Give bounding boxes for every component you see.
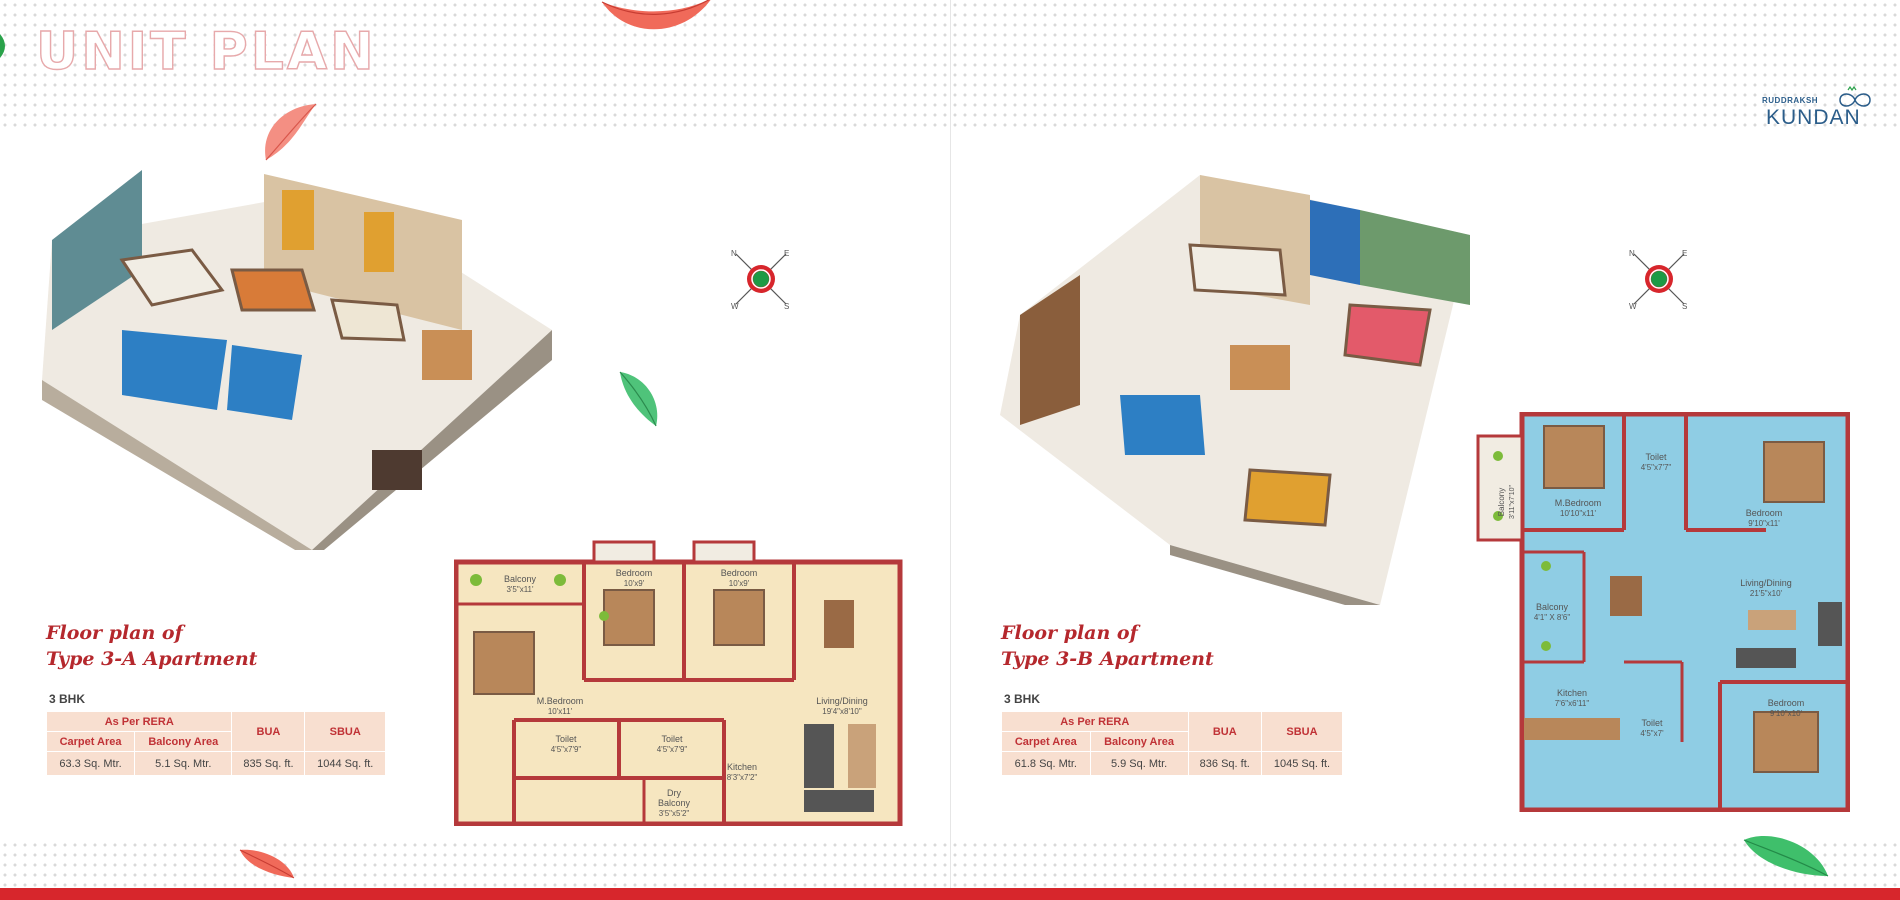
floor-plan-type-3b: Balcony 3'11"x7'10" M.Bedroom 10'10"x11'…	[1476, 412, 1850, 812]
svg-text:W: W	[731, 302, 739, 310]
3d-render-type-3b	[1000, 175, 1470, 605]
value-bua: 835 Sq. ft.	[231, 751, 306, 776]
room-label: Living/Dining	[1740, 578, 1792, 588]
room-label: M.Bedroom	[1555, 498, 1602, 508]
svg-text:N: N	[731, 249, 737, 258]
red-feather-icon	[601, 0, 711, 30]
area-group-header: As Per RERA	[45, 711, 233, 732]
room-label: Living/Dining	[816, 696, 868, 706]
room-label: Balcony	[1536, 602, 1569, 612]
room-label: Bedroom	[616, 568, 653, 578]
value-sbua: 1045 Sq. ft.	[1260, 751, 1344, 776]
header-balcony-area: Balcony Area	[134, 731, 233, 752]
green-feather-bottom-icon	[1743, 836, 1829, 877]
room-label: Toilet	[555, 734, 577, 744]
svg-text:E: E	[784, 249, 789, 258]
room-size: 4'5"x7'7"	[1641, 463, 1672, 472]
room-size: 10'x11'	[548, 707, 573, 716]
header-carpet-area: Carpet Area	[45, 731, 136, 752]
room-size: 10'x9'	[729, 579, 750, 588]
side-leaf-icon	[0, 34, 5, 58]
plan-heading-line1: Floor plan of	[1001, 622, 1138, 644]
brand-name: KUNDAN	[1766, 106, 1861, 129]
pink-feather-icon	[265, 103, 317, 161]
plan-heading-3b: Floor plan of Type 3-B Apartment	[1001, 620, 1214, 672]
infinity-crown-icon	[1839, 86, 1871, 107]
brand-logo: RUDDRAKSH KUNDAN	[1762, 86, 1880, 132]
value-balcony-area: 5.1 Sq. Mtr.	[134, 751, 233, 776]
floor-plan-type-3a: Balcony 3'5"x11' Bedroom 10'x9' Bedroom …	[454, 540, 903, 826]
room-size: 7'6"x6'11"	[1555, 699, 1590, 708]
value-carpet-area: 63.3 Sq. Mtr.	[45, 751, 136, 776]
compass-icon: N E S W	[1629, 249, 1687, 310]
3d-render-type-3a	[42, 170, 552, 550]
header-sbua: SBUA	[304, 711, 386, 752]
room-size: 10'x9'	[624, 579, 645, 588]
compass-icon: N E S W	[731, 249, 789, 310]
room-label: Balcony	[658, 798, 691, 808]
page-spine	[950, 0, 951, 888]
area-group-header: As Per RERA	[1001, 711, 1189, 732]
page-title: UNIT PLAN	[35, 21, 377, 82]
svg-text:N: N	[1629, 249, 1635, 258]
value-carpet-area: 61.8 Sq. Mtr.	[1001, 751, 1091, 776]
room-size: 3'5"x11'	[506, 585, 534, 594]
header-carpet-area: Carpet Area	[1001, 731, 1091, 752]
svg-text:S: S	[1682, 302, 1687, 310]
value-balcony-area: 5.9 Sq. Mtr.	[1089, 751, 1189, 776]
room-size: 10'10"x11'	[1560, 509, 1596, 518]
room-size: 19'4"x8'10"	[822, 707, 862, 716]
header-sbua: SBUA	[1260, 711, 1344, 752]
room-label: Bedroom	[1768, 698, 1805, 708]
bhk-label: 3 BHK	[49, 692, 86, 706]
room-label: Bedroom	[1746, 508, 1783, 518]
svg-text:E: E	[1682, 249, 1687, 258]
plan-heading-line2: Type 3-A Apartment	[46, 648, 258, 670]
brand-small-text: RUDDRAKSH	[1762, 96, 1819, 105]
room-size: 4'5"x7'9"	[657, 745, 688, 754]
plan-heading-3a: Floor plan of Type 3-A Apartment	[46, 620, 257, 672]
room-size: 21'5"x10'	[1750, 589, 1783, 598]
room-label: Dry	[667, 788, 681, 798]
room-label: Balcony	[504, 574, 537, 584]
room-label: Kitchen	[727, 762, 757, 772]
svg-text:W: W	[1629, 302, 1637, 310]
room-label: Toilet	[1641, 718, 1663, 728]
footer-accent-bar	[0, 888, 1900, 900]
room-label: Balcony	[1497, 488, 1506, 516]
area-table-3b: As Per RERA BUA SBUA Carpet Area Balcony…	[1001, 711, 1344, 776]
header-balcony-area: Balcony Area	[1089, 731, 1189, 752]
room-size: 3'5"x5'2"	[659, 809, 690, 818]
room-label: Toilet	[661, 734, 683, 744]
room-label: M.Bedroom	[537, 696, 584, 706]
svg-text:S: S	[784, 302, 789, 310]
value-bua: 836 Sq. ft.	[1187, 751, 1262, 776]
header-bua: BUA	[231, 711, 306, 752]
value-sbua: 1044 Sq. ft.	[304, 751, 386, 776]
room-size: 3'11"x7'10"	[1509, 484, 1516, 518]
room-label: Bedroom	[721, 568, 758, 578]
area-table-3a: As Per RERA BUA SBUA Carpet Area Balcony…	[45, 711, 386, 776]
header-bua: BUA	[1187, 711, 1262, 752]
room-label: Toilet	[1645, 452, 1667, 462]
green-feather-icon	[619, 371, 658, 427]
room-size: 9'10"x11'	[1748, 519, 1780, 528]
room-size: 8'3"x7'2"	[727, 773, 758, 782]
room-label: Kitchen	[1557, 688, 1587, 698]
plan-heading-line2: Type 3-B Apartment	[1001, 648, 1214, 670]
room-size: 4'5"x7'9"	[551, 745, 582, 754]
room-size: 4'5"x7'	[1640, 729, 1664, 738]
bhk-label: 3 BHK	[1004, 692, 1041, 706]
plan-heading-line1: Floor plan of	[46, 622, 183, 644]
room-size: 4'1" X 8'6"	[1534, 613, 1570, 622]
room-size: 9'10"x10'	[1770, 709, 1803, 718]
red-feather-bottom-icon	[239, 849, 295, 879]
